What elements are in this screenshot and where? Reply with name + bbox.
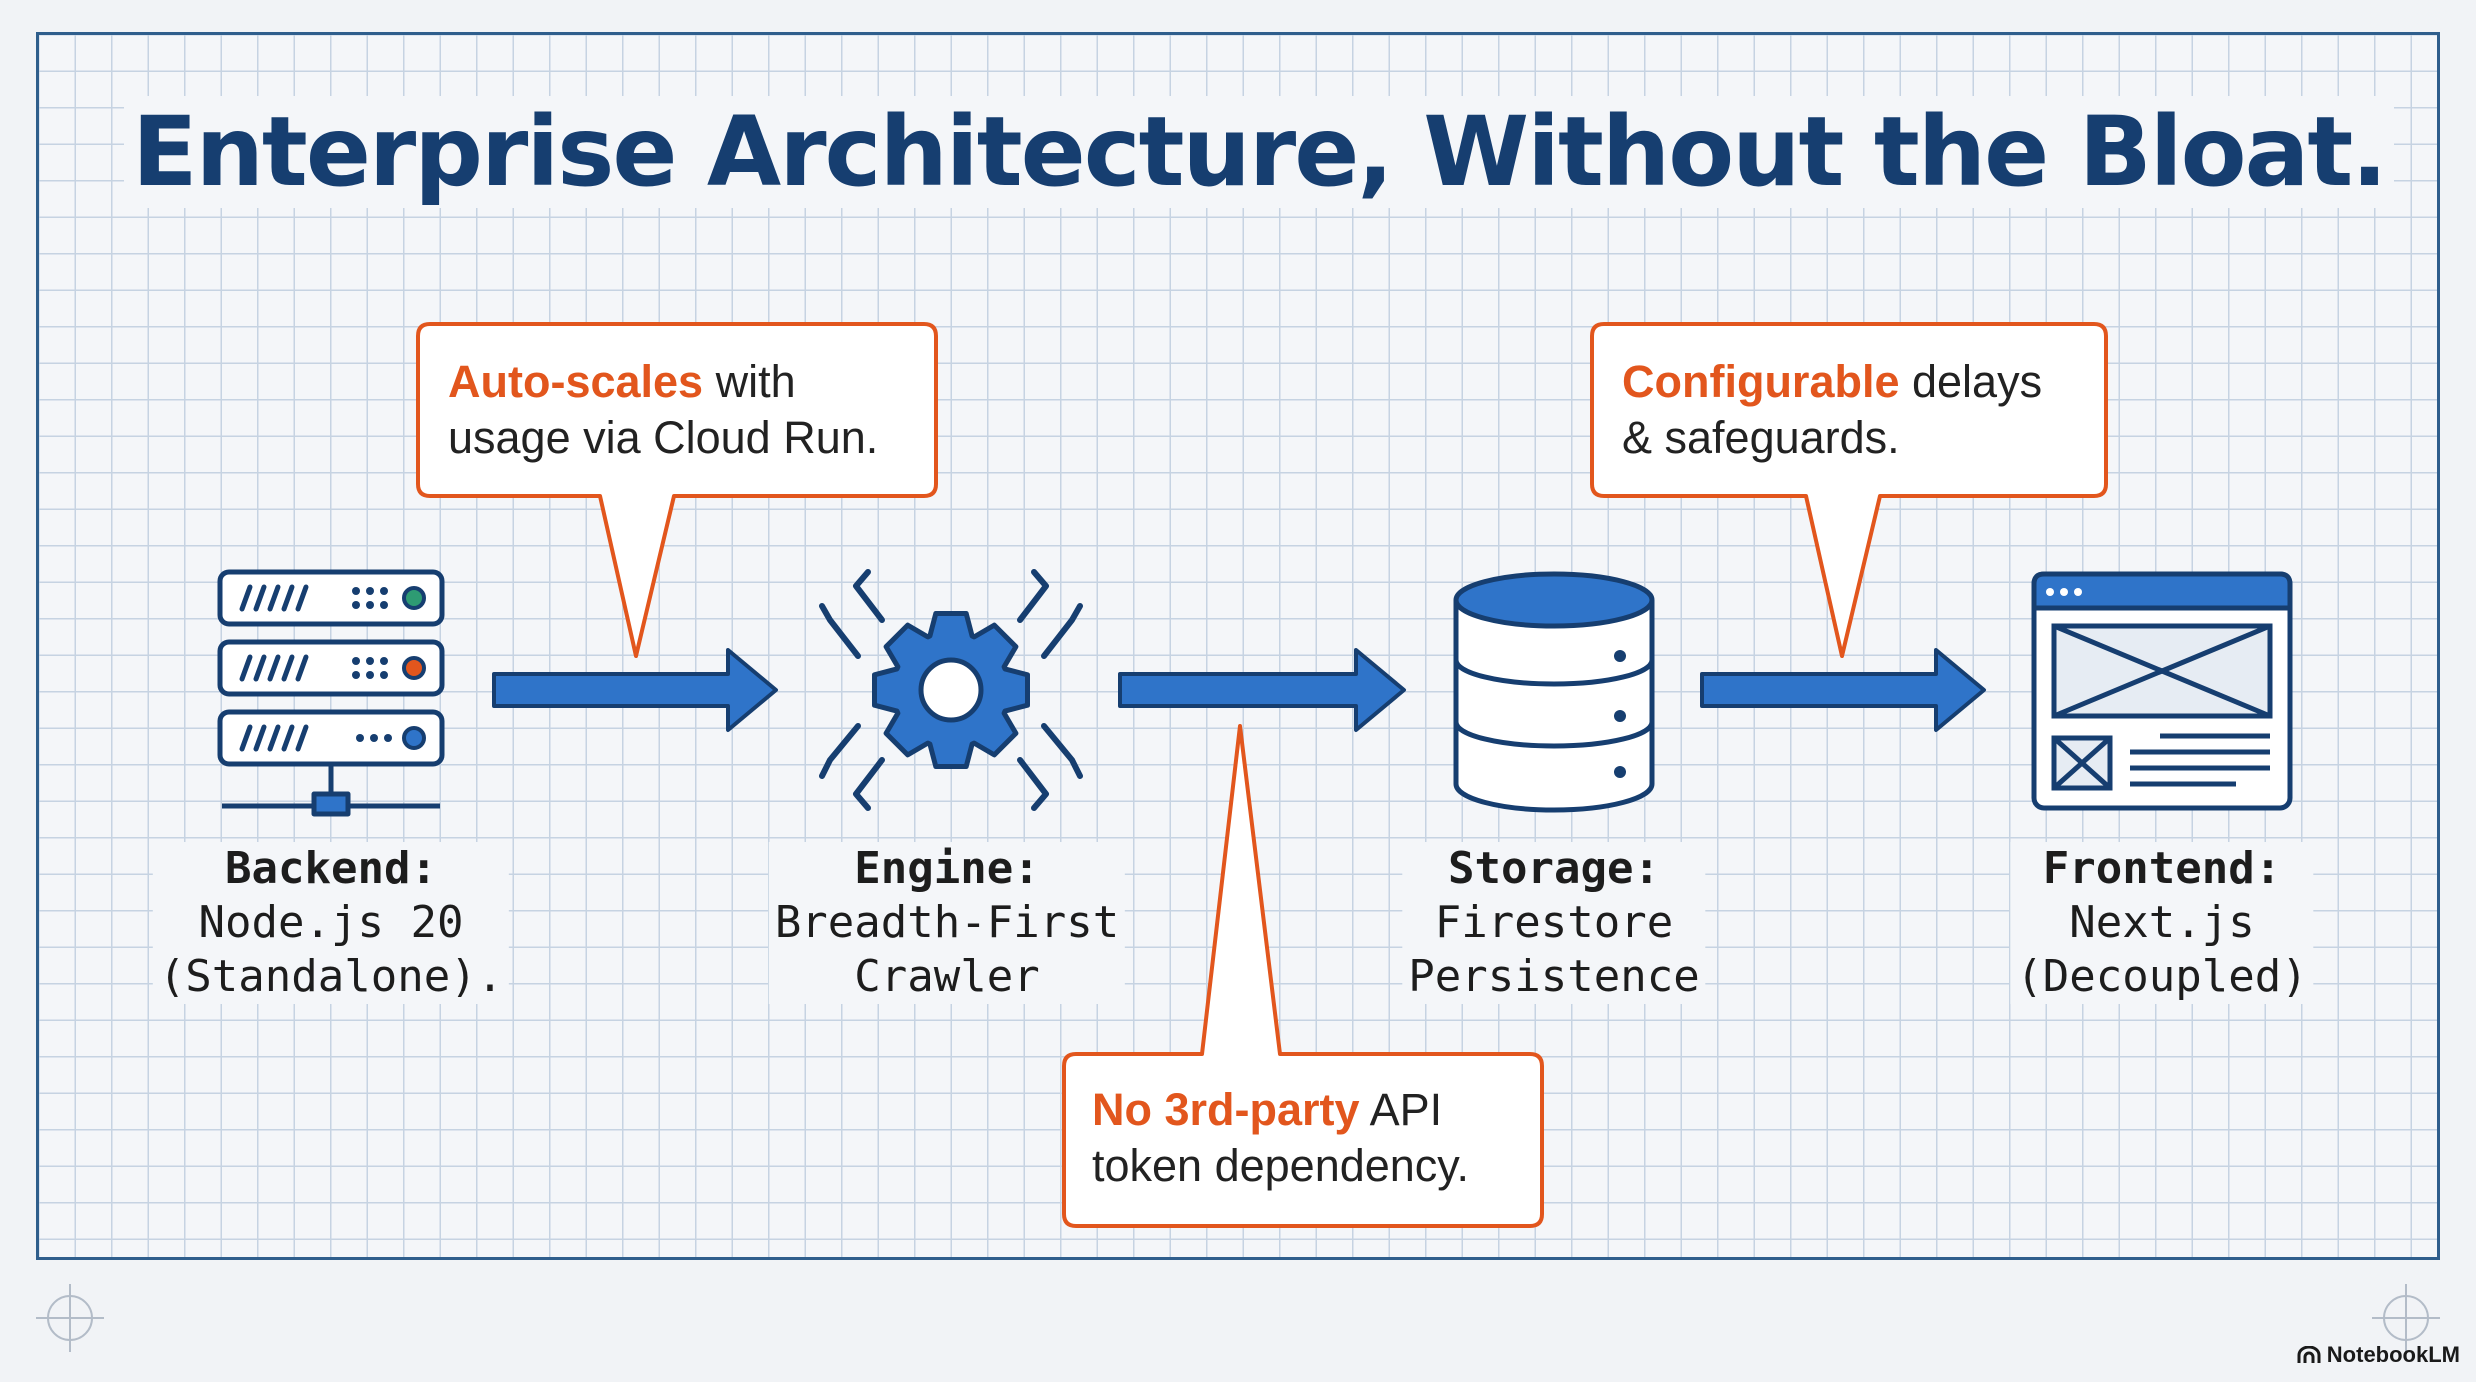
flow-arrow (1118, 648, 1406, 732)
database-icon (1453, 571, 1655, 813)
node-label-line: Node.js 20 (152, 896, 510, 950)
flow-arrow (492, 648, 778, 732)
crosshair-icon (2372, 1284, 2440, 1352)
callout-highlight: No 3rd-party (1092, 1084, 1360, 1135)
node-label-line: Firestore (1402, 896, 1706, 950)
node-label-line: Persistence (1402, 950, 1706, 1004)
callout-highlight: Configurable (1622, 356, 1900, 407)
node-label-title: Engine: (768, 842, 1126, 896)
flow-arrow (1700, 648, 1986, 732)
node-label-line: (Standalone). (152, 950, 510, 1004)
callout-autoscale-text: Auto-scales with usage via Cloud Run. (448, 354, 878, 466)
crosshair-icon (36, 1284, 104, 1352)
node-label-storage: Storage: Firestore Persistence (1402, 842, 1706, 1004)
callout-text-line: with (703, 356, 796, 407)
node-label-line: (Decoupled) (2010, 950, 2314, 1004)
node-label-title: Storage: (1402, 842, 1706, 896)
gear-spider-icon (819, 569, 1083, 811)
callout-text-line: usage via Cloud Run. (448, 412, 879, 463)
callout-autoscale (416, 322, 938, 658)
callout-text-line: API (1359, 1084, 1443, 1135)
node-label-engine: Engine: Breadth-First Crawler (768, 842, 1126, 1004)
brand-name: NotebookLM (2326, 1342, 2460, 1367)
server-rack-icon (217, 569, 445, 817)
callout-text-line: delays (1899, 356, 2043, 407)
node-label-title: Backend: (152, 842, 510, 896)
callout-no-third-party (1062, 724, 1544, 1228)
page-title: Enterprise Architecture, Without the Blo… (124, 96, 2394, 208)
node-label-line: Breadth-First (768, 896, 1126, 950)
callout-configurable-text: Configurable delays & safeguards. (1622, 354, 2042, 466)
notebooklm-logo-icon (2297, 1346, 2321, 1363)
callout-no-third-party-text: No 3rd-party API token dependency. (1092, 1082, 1469, 1194)
notebooklm-brand: NotebookLM (2297, 1342, 2460, 1368)
node-label-line: Crawler (768, 950, 1126, 1004)
browser-window-icon (2031, 571, 2293, 811)
callout-text-line: token dependency. (1092, 1140, 1469, 1191)
node-label-frontend: Frontend: Next.js (Decoupled) (2010, 842, 2314, 1004)
node-label-title: Frontend: (2010, 842, 2314, 896)
node-label-line: Next.js (2010, 896, 2314, 950)
callout-text-line: & safeguards. (1622, 412, 1900, 463)
callout-highlight: Auto-scales (448, 356, 704, 407)
node-label-backend: Backend: Node.js 20 (Standalone). (152, 842, 510, 1004)
callout-configurable (1590, 322, 2108, 658)
